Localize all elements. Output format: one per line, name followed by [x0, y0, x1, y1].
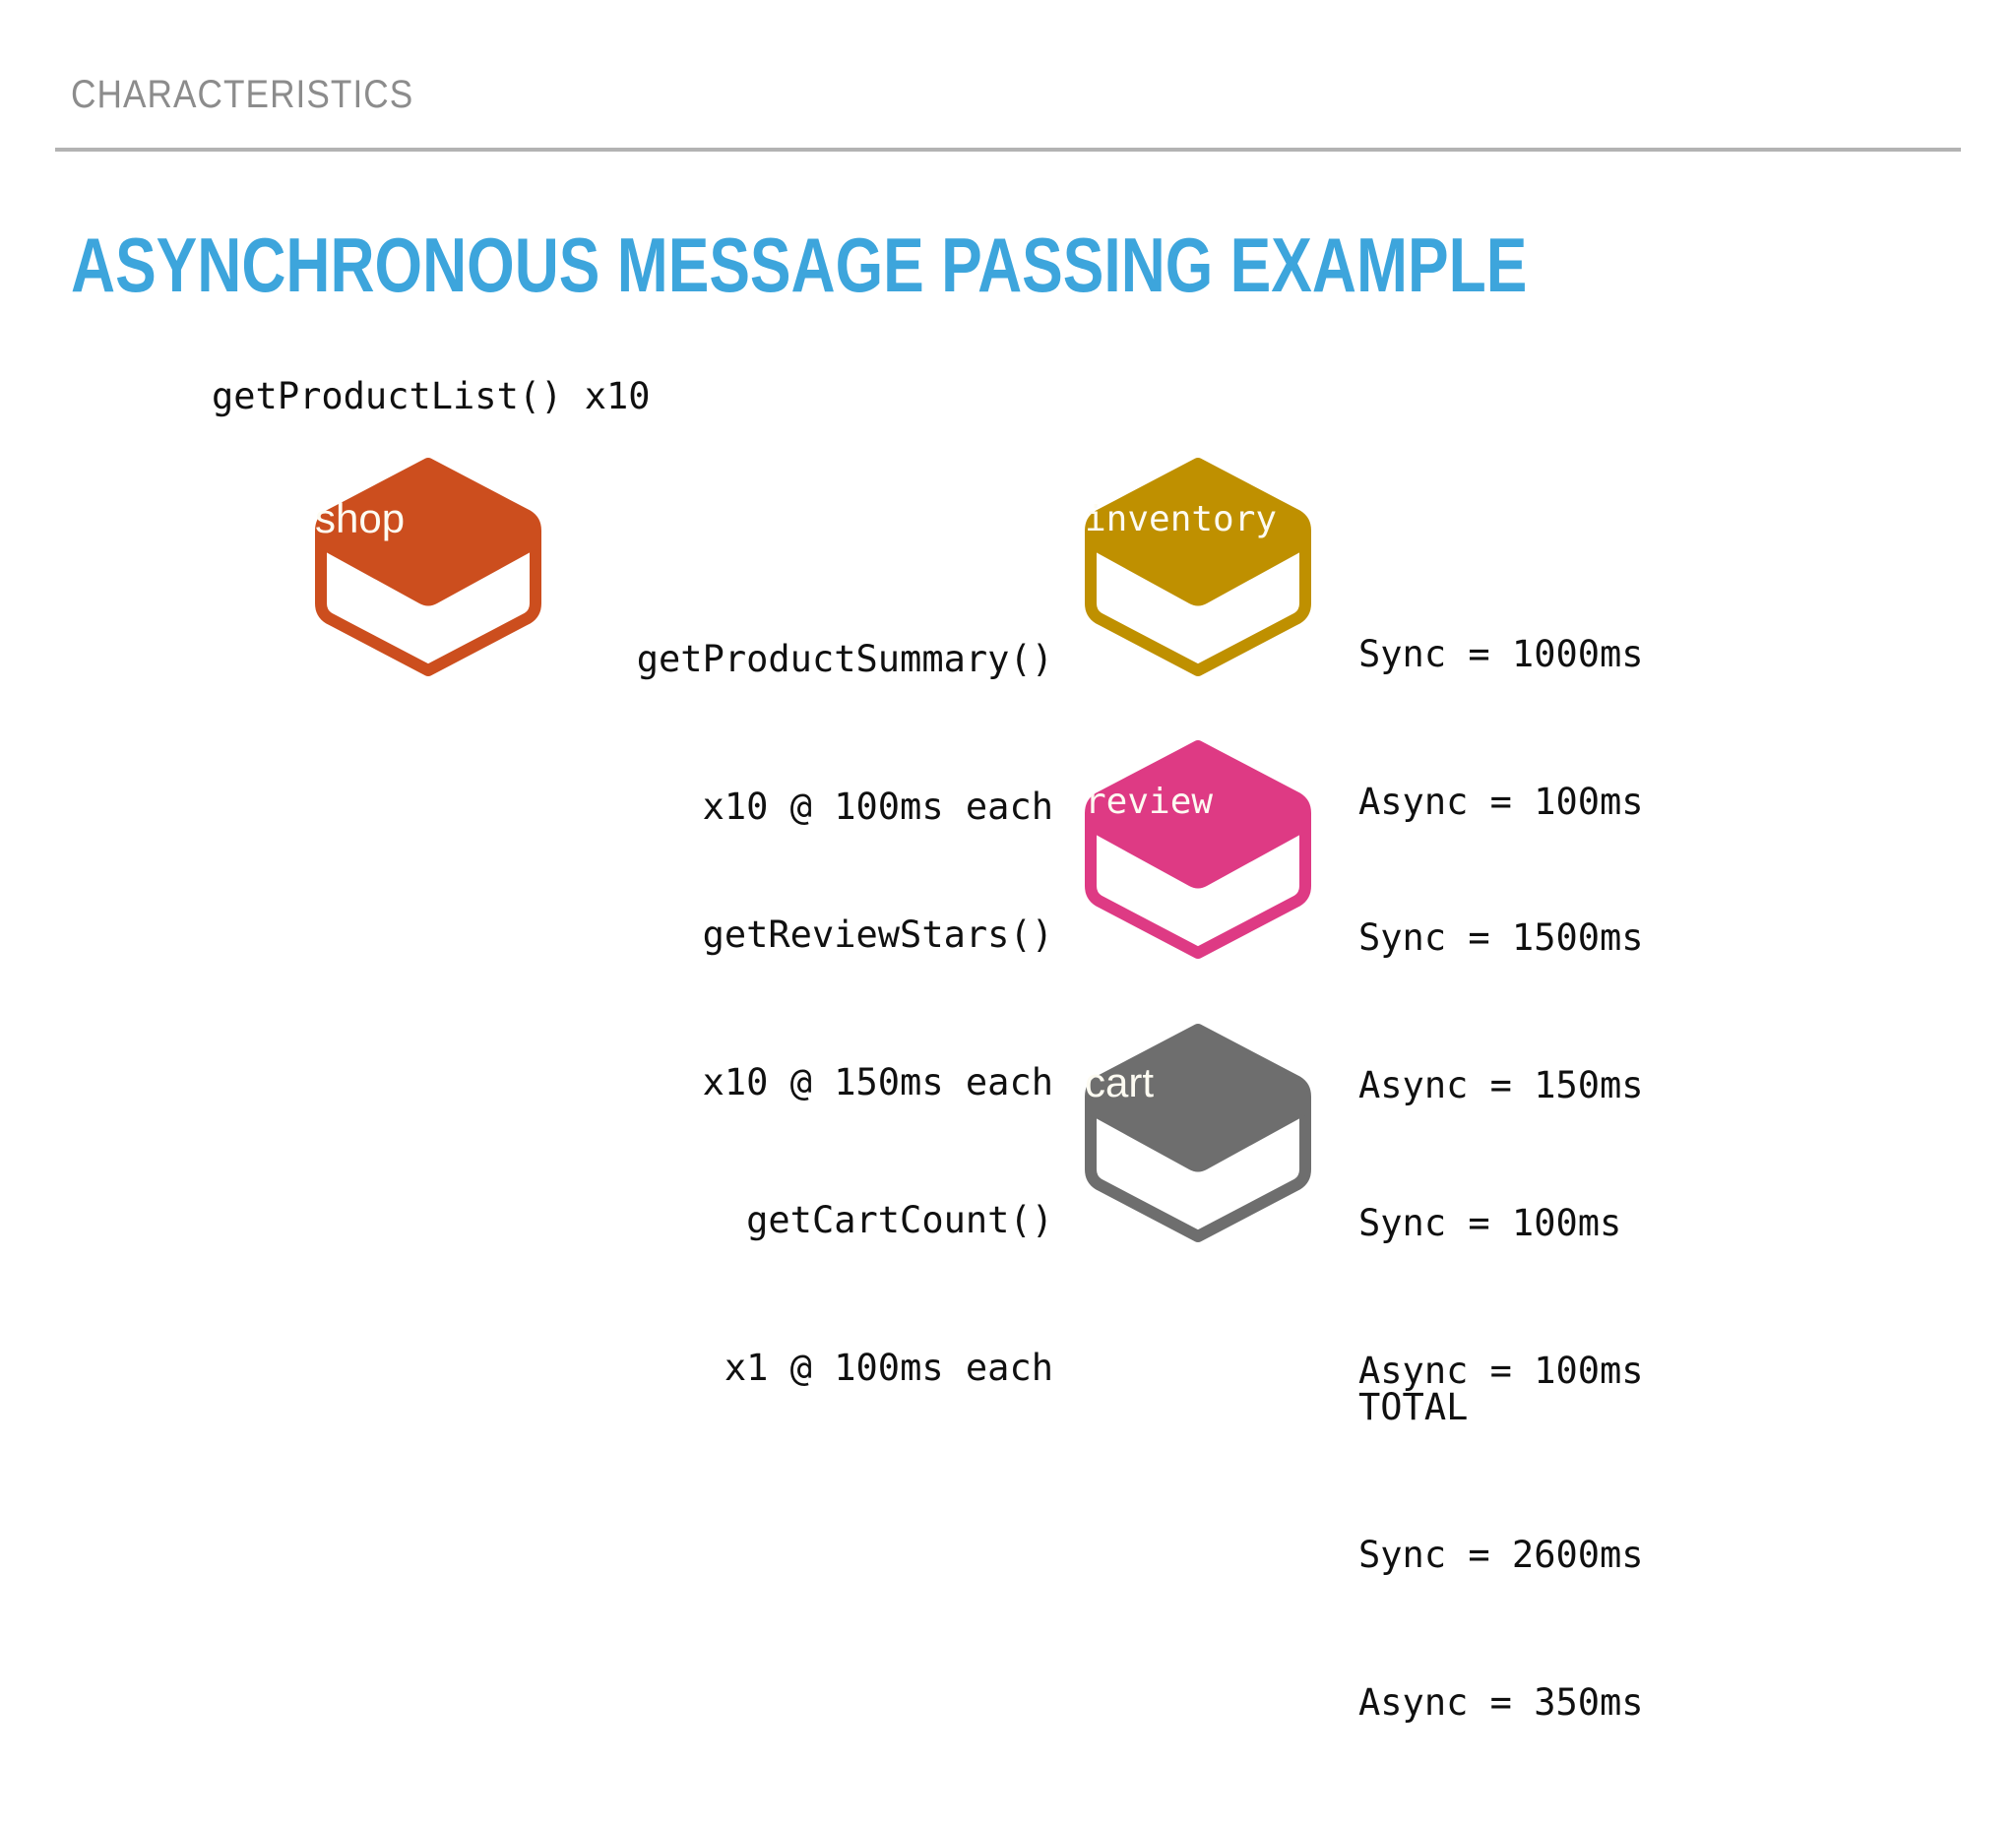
call-label-review: getReviewStars() x10 @ 150ms each: [433, 812, 1053, 1206]
timing-total: TOTAL Sync = 2600ms Async = 350ms: [1358, 1285, 1644, 1826]
hexagon-shop-icon: [315, 458, 541, 676]
timing-review-sync: Sync = 1500ms: [1358, 916, 1644, 959]
timing-total-sync: Sync = 2600ms: [1358, 1534, 1644, 1576]
timing-review-async: Async = 150ms: [1358, 1064, 1644, 1106]
timing-total-async: Async = 350ms: [1358, 1681, 1644, 1724]
call-label-review-line1: getReviewStars(): [702, 913, 1053, 956]
call-label-inventory-line1: getProductSummary(): [636, 638, 1053, 680]
timing-inventory: Sync = 1000ms Async = 100ms: [1358, 532, 1644, 925]
timing-inventory-sync: Sync = 1000ms: [1358, 633, 1644, 675]
timing-cart-sync: Sync = 100ms: [1358, 1202, 1622, 1244]
hexagon-inventory-icon: [1085, 458, 1311, 676]
timing-total-heading: TOTAL: [1358, 1386, 1469, 1428]
call-label-cart: getCartCount() x1 @ 100ms each: [433, 1098, 1053, 1491]
timing-inventory-async: Async = 100ms: [1358, 781, 1644, 823]
slide-root: CHARACTERISTICS ASYNCHRONOUS MESSAGE PAS…: [55, 73, 1961, 1724]
entry-call-label: getProductList() x10: [212, 375, 651, 417]
call-label-inventory: getProductSummary() x10 @ 100ms each: [433, 536, 1053, 930]
slide-eyebrow: CHARACTERISTICS: [71, 73, 414, 116]
timing-cart: Sync = 100ms Async = 100ms: [1358, 1101, 1644, 1494]
timing-review: Sync = 1500ms Async = 150ms: [1358, 815, 1644, 1209]
hexagon-cart-icon: [1085, 1024, 1311, 1242]
header-divider: [55, 148, 1961, 152]
call-label-review-line2: x10 @ 150ms each: [702, 1061, 1053, 1103]
call-label-inventory-line2: x10 @ 100ms each: [702, 786, 1053, 828]
call-label-cart-line1: getCartCount(): [746, 1199, 1053, 1241]
timing-cart-async: Async = 100ms: [1358, 1350, 1644, 1392]
call-label-cart-line2: x1 @ 100ms each: [724, 1347, 1053, 1389]
page-title: ASYNCHRONOUS MESSAGE PASSING EXAMPLE: [71, 221, 1528, 308]
hexagon-review-icon: [1085, 740, 1311, 959]
